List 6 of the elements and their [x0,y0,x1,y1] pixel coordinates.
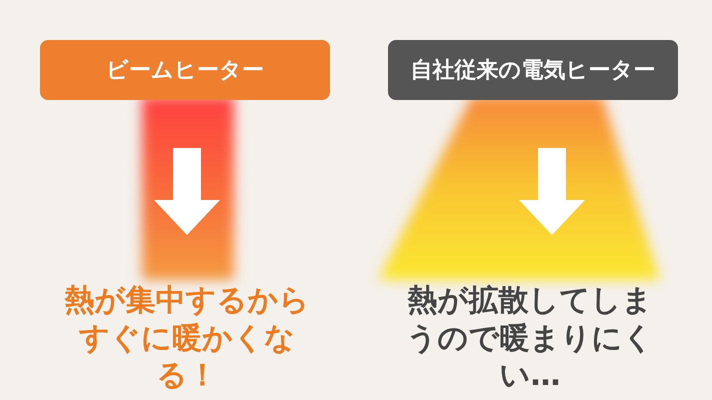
heading-text: ビームヒーター [106,57,264,85]
caption-text: 熱が拡散してしまうので暖まりにくい… [406,282,654,394]
heading-text: 自社従来の電気ヒーター [410,57,656,85]
heading-banner [40,40,330,100]
heading-banner [388,40,678,100]
caption-text: 熱が集中するからすぐに暖かくなる！ [63,282,310,394]
